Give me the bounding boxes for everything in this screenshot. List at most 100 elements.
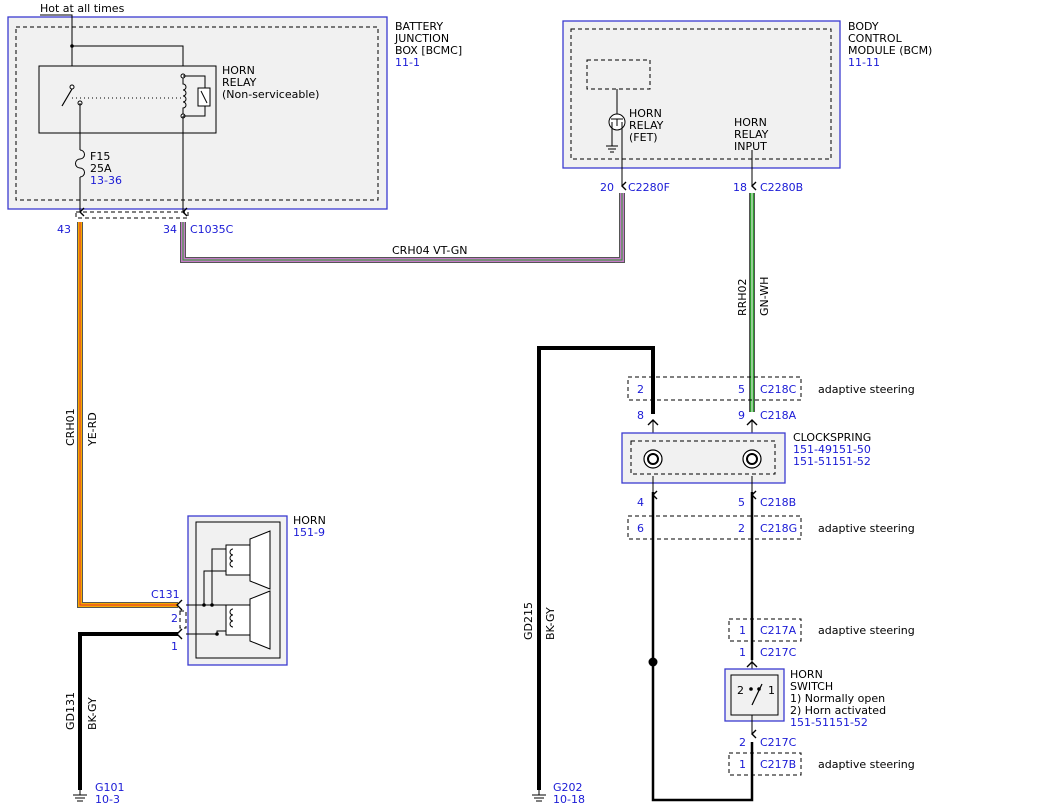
horn-coil-upper-icon xyxy=(229,548,234,568)
gd131-label: GD131 xyxy=(64,692,77,730)
c218c-pin-a: 2 xyxy=(637,383,644,396)
wire-crh01[interactable] xyxy=(77,222,178,608)
ground-g101: G101 10-3 xyxy=(73,781,125,806)
c218a-pin-b: 9 xyxy=(738,409,745,422)
c218g-label: C218G xyxy=(760,522,797,535)
bjb-ref[interactable]: 11-1 xyxy=(395,56,420,69)
horn-internal-wire-1 xyxy=(211,548,226,605)
horn-coil-lower-icon xyxy=(229,608,234,628)
clockspring-ref-2[interactable]: 151-51151-52 xyxy=(793,455,871,468)
g202-label: G202 xyxy=(553,781,583,794)
horn-switch-inner xyxy=(730,674,779,716)
bjb-inner-dash xyxy=(15,26,379,201)
horn-relay-title-2: RELAY xyxy=(222,76,257,89)
c217b-label: C217B xyxy=(760,758,796,771)
horn-relay-title-1: HORN xyxy=(222,64,255,77)
gd215-label: GD215 xyxy=(522,602,535,640)
c131-connector-outline xyxy=(179,610,187,629)
c217a-label: C217A xyxy=(760,624,797,637)
bcm-module-border xyxy=(562,20,841,169)
relay-input-title-1: HORN xyxy=(734,116,767,129)
g101-ref[interactable]: 10-3 xyxy=(95,793,120,806)
clockspring-title: CLOCKSPRING xyxy=(793,431,871,444)
fet-title-3: (FET) xyxy=(629,131,658,144)
c217a-pin: 1 xyxy=(739,624,746,637)
c217b-connector xyxy=(728,752,802,776)
splice-junction xyxy=(648,657,658,667)
horn-title: HORN xyxy=(293,514,326,527)
c218g-pin-b: 2 xyxy=(738,522,745,535)
c131-pin1-arrow-icon xyxy=(176,628,183,640)
fet-control-box xyxy=(586,59,651,90)
horn-switch: 2 1 HORN SWITCH 1) Normally open 2) Horn… xyxy=(724,668,886,729)
g202-ref[interactable]: 10-18 xyxy=(553,793,585,806)
horn-switch-pin-2: 2 xyxy=(737,684,744,697)
rrh02-label: RRH02 xyxy=(736,278,749,316)
relay-contact-top xyxy=(69,84,75,90)
clockspring-terminal-b-icon-inner xyxy=(746,453,758,465)
bcm-title-2: CONTROL xyxy=(848,32,903,45)
horn-ref[interactable]: 151-9 xyxy=(293,526,325,539)
wire-clockspring-to-switch-ground[interactable] xyxy=(651,492,754,802)
wire-gd215[interactable] xyxy=(537,346,655,790)
g101-label: G101 xyxy=(95,781,125,794)
horn-junction-2 xyxy=(210,603,214,607)
hot-at-all-times-label: Hot at all times xyxy=(40,2,125,15)
clockspring: CLOCKSPRING 151-49151-50 151-51151-52 xyxy=(621,431,871,484)
c218b-pin-b: 5 xyxy=(738,496,745,509)
pin-18: 18 xyxy=(733,181,747,194)
c218c-pin-b: 5 xyxy=(738,383,745,396)
fuse-f15-icon xyxy=(75,149,85,178)
c218g-pin-a: 6 xyxy=(637,522,644,535)
wire-crh04[interactable] xyxy=(180,193,625,263)
pin-34: 34 xyxy=(163,223,177,236)
horn-relay: HORN RELAY (Non-serviceable) xyxy=(38,64,319,134)
c131-pin-2: 2 xyxy=(171,612,178,625)
relay-input-title-3: INPUT xyxy=(734,140,767,153)
c2280b-label: C2280B xyxy=(760,181,803,194)
rrh02-color-label: GN-WH xyxy=(758,277,771,316)
fet-title-2: RELAY xyxy=(629,119,664,132)
c2280f-label: C2280F xyxy=(628,181,670,194)
c217a-connector xyxy=(728,618,802,642)
pin-43: 43 xyxy=(57,223,71,236)
horn-switch-blade-icon xyxy=(751,683,763,706)
horn-relay-box xyxy=(38,65,217,134)
c218a-label: C218A xyxy=(760,409,797,422)
clockspring-ref-1[interactable]: 151-49151-50 xyxy=(793,443,871,456)
c218c-adaptive-label: adaptive steering xyxy=(818,383,915,396)
c131-pin-arrow-icon xyxy=(176,599,183,611)
c1035c-label: C1035C xyxy=(190,223,234,236)
c217c-bottom-label: C217C xyxy=(760,736,797,749)
relay-input-title-2: RELAY xyxy=(734,128,769,141)
c217c-top-label: C217C xyxy=(760,646,797,659)
crh04-label: CRH04 VT-GN xyxy=(392,244,467,257)
horn-switch-ref[interactable]: 151-51151-52 xyxy=(790,716,868,729)
horn-speaker-upper-icon xyxy=(249,530,271,590)
crh01-color-label: YE-RD xyxy=(86,412,99,447)
gd131-color-label: BK-GY xyxy=(86,697,99,730)
ground-g202: G202 10-18 xyxy=(532,781,585,806)
horn-switch-contact-a xyxy=(749,687,753,691)
fuse-ref[interactable]: 13-36 xyxy=(90,174,122,187)
fuse-rating: 25A xyxy=(90,162,112,175)
horn-coil-lower-box xyxy=(225,604,251,636)
horn-switch-title-2: SWITCH xyxy=(790,680,833,693)
bcm-ref[interactable]: 11-11 xyxy=(848,56,880,69)
horn-internal-wire-2 xyxy=(203,570,226,605)
bjb-title-3: BOX [BCMC] xyxy=(395,44,462,57)
c217b-pin: 1 xyxy=(739,758,746,771)
c218c-label: C218C xyxy=(760,383,797,396)
c217a-adaptive-label: adaptive steering xyxy=(818,624,915,637)
wire-gd131[interactable] xyxy=(78,632,178,790)
clockspring-terminal-a-icon-inner xyxy=(647,453,659,465)
relay-suppressor-diode-icon xyxy=(200,90,208,104)
bcm-inner-dash xyxy=(570,28,832,160)
relay-switch-blade-icon xyxy=(61,88,73,107)
c218b-label: C218B xyxy=(760,496,796,509)
c217b-adaptive-label: adaptive steering xyxy=(818,758,915,771)
c218c-connector xyxy=(627,376,802,401)
horn-coil-upper-box xyxy=(225,544,251,576)
c131-label: C131 xyxy=(151,588,180,601)
